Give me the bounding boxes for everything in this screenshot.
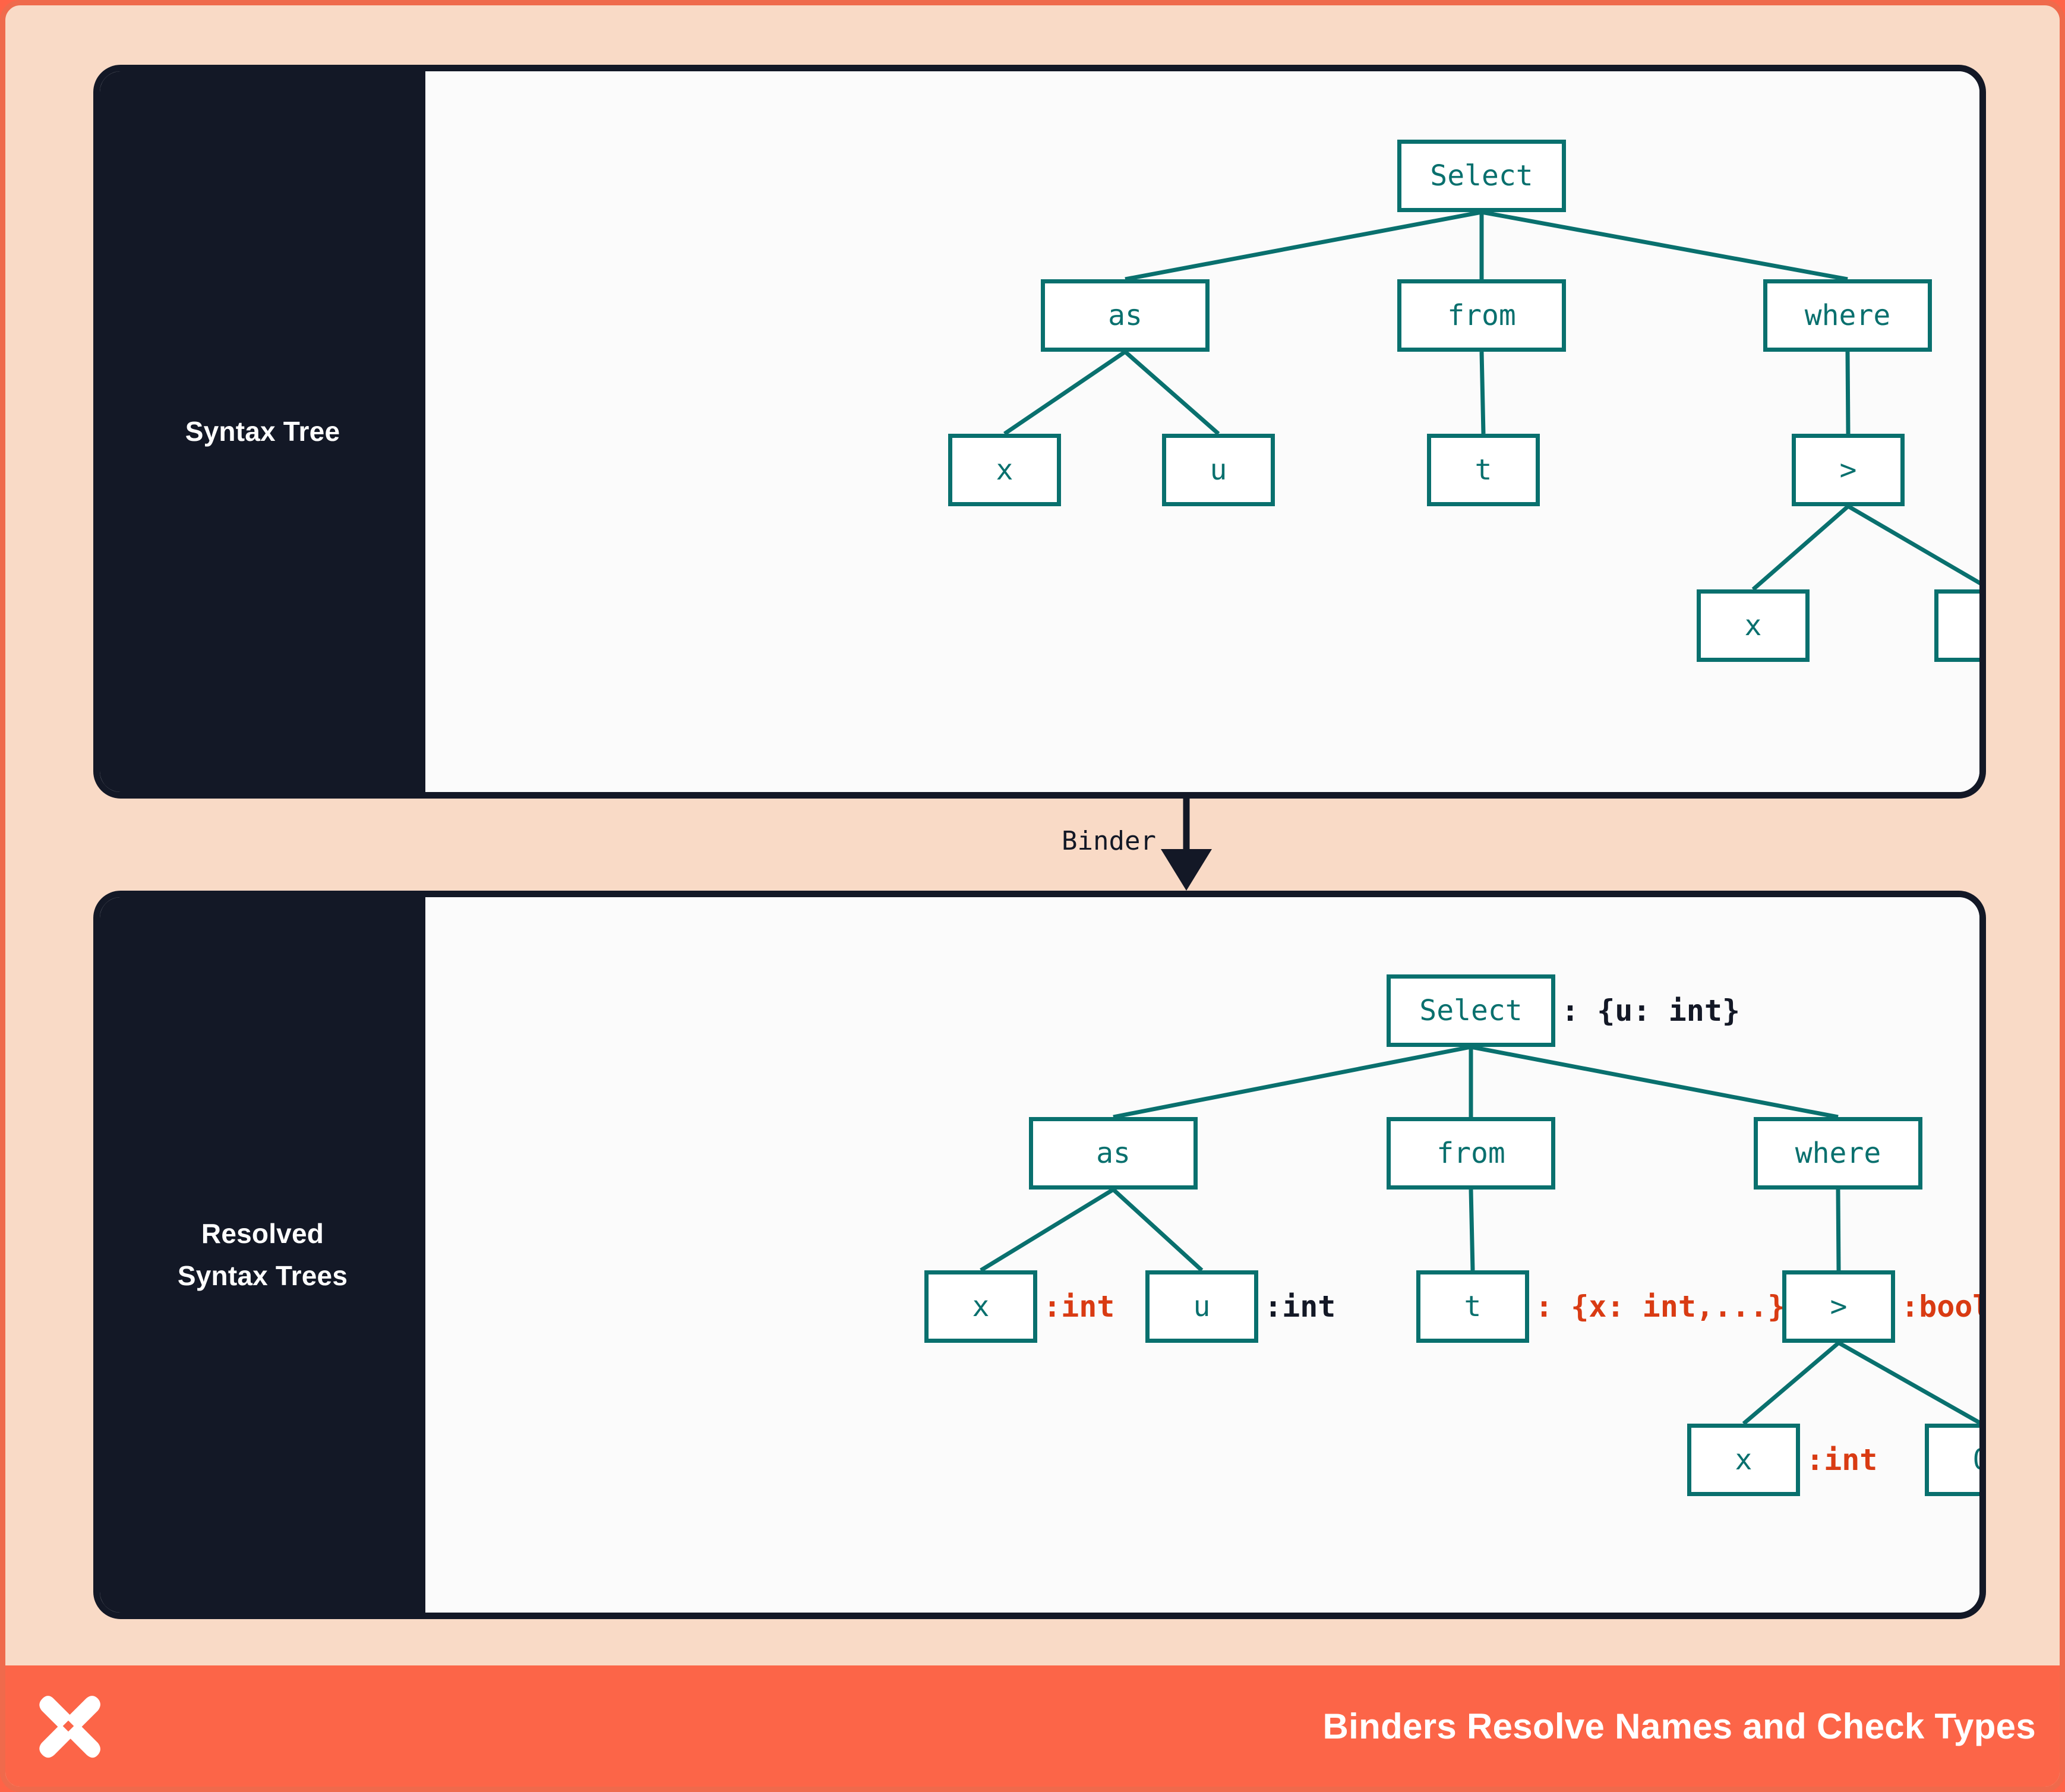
tree-node-label: from: [1447, 299, 1516, 332]
type-annotation-from_t: : {x: int,...}: [1535, 1289, 1786, 1324]
tree-node-label: as: [1096, 1137, 1131, 1170]
resolved-syntax-tree-edges: [980, 1045, 1979, 1425]
tree-node-gt_0[interactable]: 0: [1934, 589, 1986, 662]
tree-node-select[interactable]: Select: [1397, 140, 1566, 212]
footer-caption: Binders Resolve Names and Check Types: [1322, 1706, 2036, 1746]
tree-node-label: x: [972, 1290, 990, 1323]
resolved-syntax-tree-panel: Resolved Syntax Trees Select : {u: int} as…: [93, 891, 1986, 1619]
resolved-label-line-2: Syntax Trees: [177, 1260, 348, 1291]
tree-node-where[interactable]: where: [1754, 1117, 1922, 1190]
resolved-syntax-tree-panel-label: Resolved Syntax Trees: [100, 897, 425, 1613]
tree-edge: [1469, 1189, 1475, 1271]
tree-node-gt[interactable]: >: [1782, 1270, 1895, 1343]
tree-edge: [1113, 1045, 1472, 1119]
tree-edge: [1751, 504, 1850, 591]
syntax-tree-edges: [1003, 210, 1979, 591]
tree-node-from_t[interactable]: t: [1427, 434, 1540, 506]
tree-edge: [1112, 1188, 1204, 1272]
tree-edge: [1470, 1045, 1839, 1119]
tree-node-from_t[interactable]: t: [1416, 1270, 1529, 1343]
tree-node-label: Select: [1419, 994, 1523, 1027]
tree-node-label: 0: [1973, 1446, 1979, 1474]
type-annotation-gt: :bool: [1901, 1289, 1986, 1324]
tree-node-label: as: [1108, 299, 1142, 332]
type-annotation-as_x: :int: [1043, 1289, 1115, 1324]
footer-bar: Binders Resolve Names and Check Types: [5, 1665, 2060, 1787]
tree-node-label: 0: [1982, 611, 1986, 640]
tree-node-label: >: [1830, 1290, 1848, 1323]
resolved-label-line-1: Resolved: [201, 1217, 324, 1249]
binder-label: Binder: [1062, 826, 1156, 856]
tree-node-gt[interactable]: >: [1792, 434, 1905, 506]
x-star-logo-icon: [39, 1696, 100, 1758]
tree-node-as_u[interactable]: u: [1162, 434, 1275, 506]
resolved-syntax-tree-canvas: Select : {u: int} as from where x :int u :int t : …: [425, 897, 1979, 1613]
tree-node-label: where: [1804, 299, 1891, 332]
tree-node-as[interactable]: as: [1041, 279, 1210, 352]
tree-node-label: u: [1193, 1290, 1211, 1323]
tree-node-label: x: [1735, 1443, 1753, 1476]
tree-node-label: x: [996, 453, 1013, 487]
tree-edge: [1123, 350, 1220, 436]
tree-node-gt_x[interactable]: x: [1697, 589, 1810, 662]
tree-node-label: x: [1744, 609, 1762, 642]
tree-node-from[interactable]: from: [1397, 279, 1566, 352]
tree-node-gt_0[interactable]: 0: [1925, 1424, 1979, 1496]
tree-edge: [1125, 210, 1482, 282]
tree-edge: [1742, 1341, 1840, 1425]
syntax-tree-panel: Syntax Tree Select as from where x u t > x 0: [93, 65, 1986, 799]
type-annotation-gt_x: :int: [1806, 1443, 1878, 1477]
tree-node-label: where: [1795, 1137, 1881, 1170]
binder-transition: Binder: [93, 793, 1986, 891]
tree-node-label: from: [1436, 1137, 1505, 1170]
tree-edge: [1481, 210, 1848, 282]
syntax-tree-panel-label: Syntax Tree: [100, 71, 425, 792]
type-annotation-select: : {u: int}: [1561, 993, 1741, 1028]
tree-node-label: u: [1210, 453, 1227, 487]
tree-edge: [1479, 351, 1486, 434]
tree-node-as_u[interactable]: u: [1145, 1270, 1258, 1343]
down-arrow-icon: [1161, 793, 1212, 891]
tree-edge: [1847, 504, 1979, 585]
tree-node-select[interactable]: Select: [1387, 974, 1555, 1047]
tree-edge: [1837, 1340, 1979, 1425]
type-annotation-as_u: :int: [1264, 1289, 1336, 1324]
tree-node-as_x[interactable]: x: [948, 434, 1061, 506]
tree-node-as_x[interactable]: x: [924, 1270, 1037, 1343]
tree-edge: [1003, 350, 1126, 436]
tree-node-label: >: [1839, 453, 1857, 487]
tree-node-gt_x[interactable]: x: [1687, 1424, 1800, 1496]
tree-node-where[interactable]: where: [1763, 279, 1932, 352]
tree-edge: [980, 1188, 1114, 1272]
tree-edge: [1836, 1189, 1841, 1271]
tree-node-label: t: [1464, 1290, 1482, 1323]
tree-node-label: Select: [1430, 159, 1533, 193]
tree-node-from[interactable]: from: [1387, 1117, 1555, 1190]
tree-node-as[interactable]: as: [1029, 1117, 1198, 1190]
tree-node-label: t: [1474, 453, 1492, 487]
